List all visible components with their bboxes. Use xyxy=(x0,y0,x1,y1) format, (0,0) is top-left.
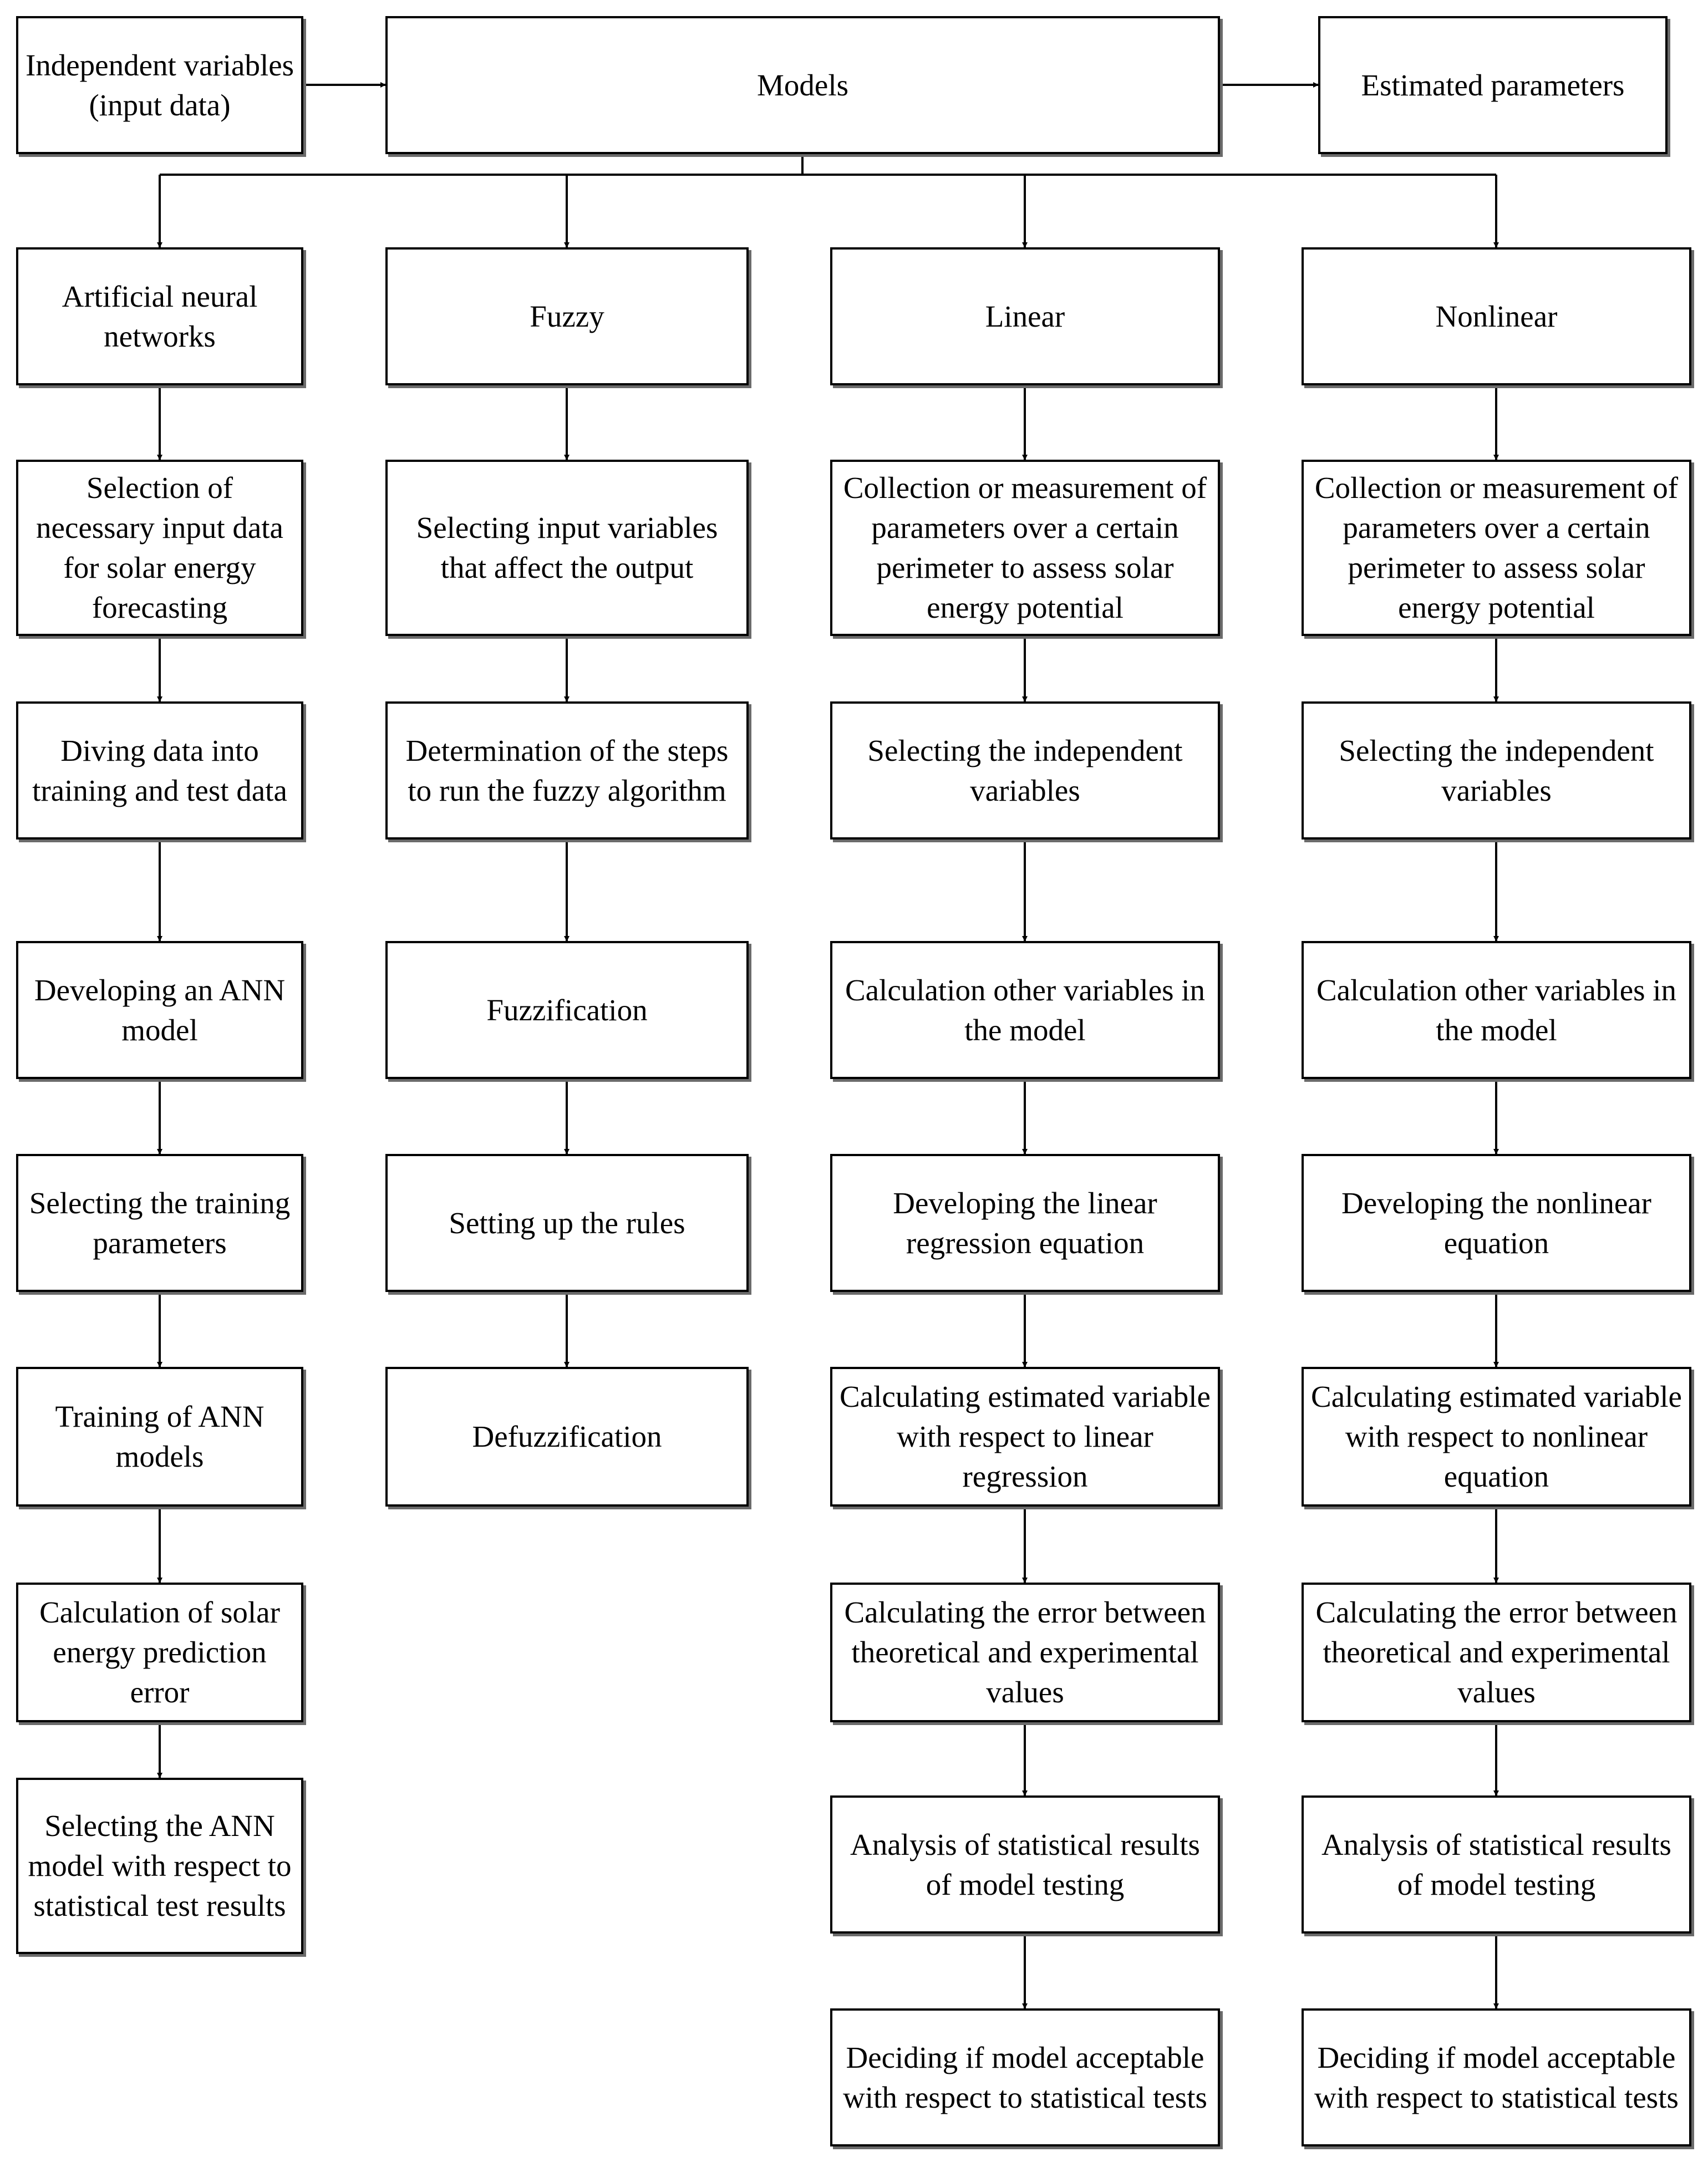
step-label: Calculating the error between theoretica… xyxy=(844,1595,1206,1709)
step-label: Selecting input variables that affect th… xyxy=(416,511,718,584)
ann-title-box: Artificial neural networks xyxy=(16,247,303,385)
models-label: Models xyxy=(757,68,848,102)
nonlinear-step-2: Selecting the independent variables xyxy=(1302,701,1691,840)
output-box: Estimated parameters xyxy=(1318,16,1668,154)
nonlinear-step-7: Analysis of statistical results of model… xyxy=(1302,1795,1691,1934)
linear-title: Linear xyxy=(985,299,1065,333)
step-label: Calculating estimated variable with resp… xyxy=(840,1380,1211,1493)
ann-title: Artificial neural networks xyxy=(62,279,258,353)
step-label: Determination of the steps to run the fu… xyxy=(405,733,729,807)
fuzzy-title: Fuzzy xyxy=(530,299,604,333)
step-label: Fuzzification xyxy=(486,993,648,1027)
nonlinear-step-4: Developing the nonlinear equation xyxy=(1302,1154,1691,1292)
linear-step-5: Calculating estimated variable with resp… xyxy=(830,1367,1220,1507)
step-label: Analysis of statistical results of model… xyxy=(1321,1827,1671,1901)
step-label: Selecting the ANN model with respect to … xyxy=(28,1809,292,1922)
step-label: Selecting the training parameters xyxy=(29,1186,291,1260)
fuzzy-title-box: Fuzzy xyxy=(385,247,749,385)
nonlinear-step-6: Calculating the error between theoretica… xyxy=(1302,1583,1691,1722)
input-label: Independent variables (input data) xyxy=(25,48,294,122)
output-label: Estimated parameters xyxy=(1361,68,1625,102)
ann-step-3: Developing an ANN model xyxy=(16,941,303,1079)
step-label: Developing the nonlinear equation xyxy=(1341,1186,1651,1260)
step-label: Deciding if model acceptable with respec… xyxy=(1314,2040,1679,2114)
nonlinear-step-1: Collection or measurement of parameters … xyxy=(1302,460,1691,636)
step-label: Selection of necessary input data for so… xyxy=(36,471,283,624)
linear-step-2: Selecting the independent variables xyxy=(830,701,1220,840)
step-label: Calculation of solar energy prediction e… xyxy=(39,1595,280,1709)
step-label: Deciding if model acceptable with respec… xyxy=(843,2040,1207,2114)
linear-step-6: Calculating the error between theoretica… xyxy=(830,1583,1220,1722)
ann-step-4: Selecting the training parameters xyxy=(16,1154,303,1292)
step-label: Diving data into training and test data xyxy=(32,733,287,807)
ann-step-5: Training of ANN models xyxy=(16,1367,303,1507)
fuzzy-step-2: Determination of the steps to run the fu… xyxy=(385,701,749,840)
step-label: Calculation other variables in the model xyxy=(845,973,1206,1047)
nonlinear-title-box: Nonlinear xyxy=(1302,247,1691,385)
linear-step-4: Developing the linear regression equatio… xyxy=(830,1154,1220,1292)
step-label: Training of ANN models xyxy=(55,1400,265,1473)
linear-step-8: Deciding if model acceptable with respec… xyxy=(830,2008,1220,2146)
linear-step-3: Calculation other variables in the model xyxy=(830,941,1220,1079)
step-label: Calculation other variables in the model xyxy=(1316,973,1677,1047)
nonlinear-step-3: Calculation other variables in the model xyxy=(1302,941,1691,1079)
step-label: Collection or measurement of parameters … xyxy=(1314,471,1679,624)
step-label: Calculating estimated variable with resp… xyxy=(1311,1380,1682,1493)
step-label: Analysis of statistical results of model… xyxy=(850,1827,1200,1901)
nonlinear-step-8: Deciding if model acceptable with respec… xyxy=(1302,2008,1691,2146)
input-box: Independent variables (input data) xyxy=(16,16,303,154)
step-label: Defuzzification xyxy=(472,1420,662,1453)
step-label: Developing the linear regression equatio… xyxy=(893,1186,1157,1260)
fuzzy-step-4: Setting up the rules xyxy=(385,1154,749,1292)
step-label: Selecting the independent variables xyxy=(1339,733,1654,807)
models-box: Models xyxy=(385,16,1220,154)
nonlinear-title: Nonlinear xyxy=(1435,299,1558,333)
linear-step-1: Collection or measurement of parameters … xyxy=(830,460,1220,636)
fuzzy-step-5: Defuzzification xyxy=(385,1367,749,1507)
ann-step-6: Calculation of solar energy prediction e… xyxy=(16,1583,303,1722)
fuzzy-step-3: Fuzzification xyxy=(385,941,749,1079)
fuzzy-step-1: Selecting input variables that affect th… xyxy=(385,460,749,636)
step-label: Developing an ANN model xyxy=(34,973,286,1047)
ann-step-1: Selection of necessary input data for so… xyxy=(16,460,303,636)
ann-step-7: Selecting the ANN model with respect to … xyxy=(16,1778,303,1954)
step-label: Collection or measurement of parameters … xyxy=(843,471,1207,624)
linear-step-7: Analysis of statistical results of model… xyxy=(830,1795,1220,1934)
step-label: Setting up the rules xyxy=(449,1205,685,1240)
linear-title-box: Linear xyxy=(830,247,1220,385)
step-label: Calculating the error between theoretica… xyxy=(1315,1595,1678,1709)
step-label: Selecting the independent variables xyxy=(867,733,1183,807)
ann-step-2: Diving data into training and test data xyxy=(16,701,303,840)
nonlinear-step-5: Calculating estimated variable with resp… xyxy=(1302,1367,1691,1507)
